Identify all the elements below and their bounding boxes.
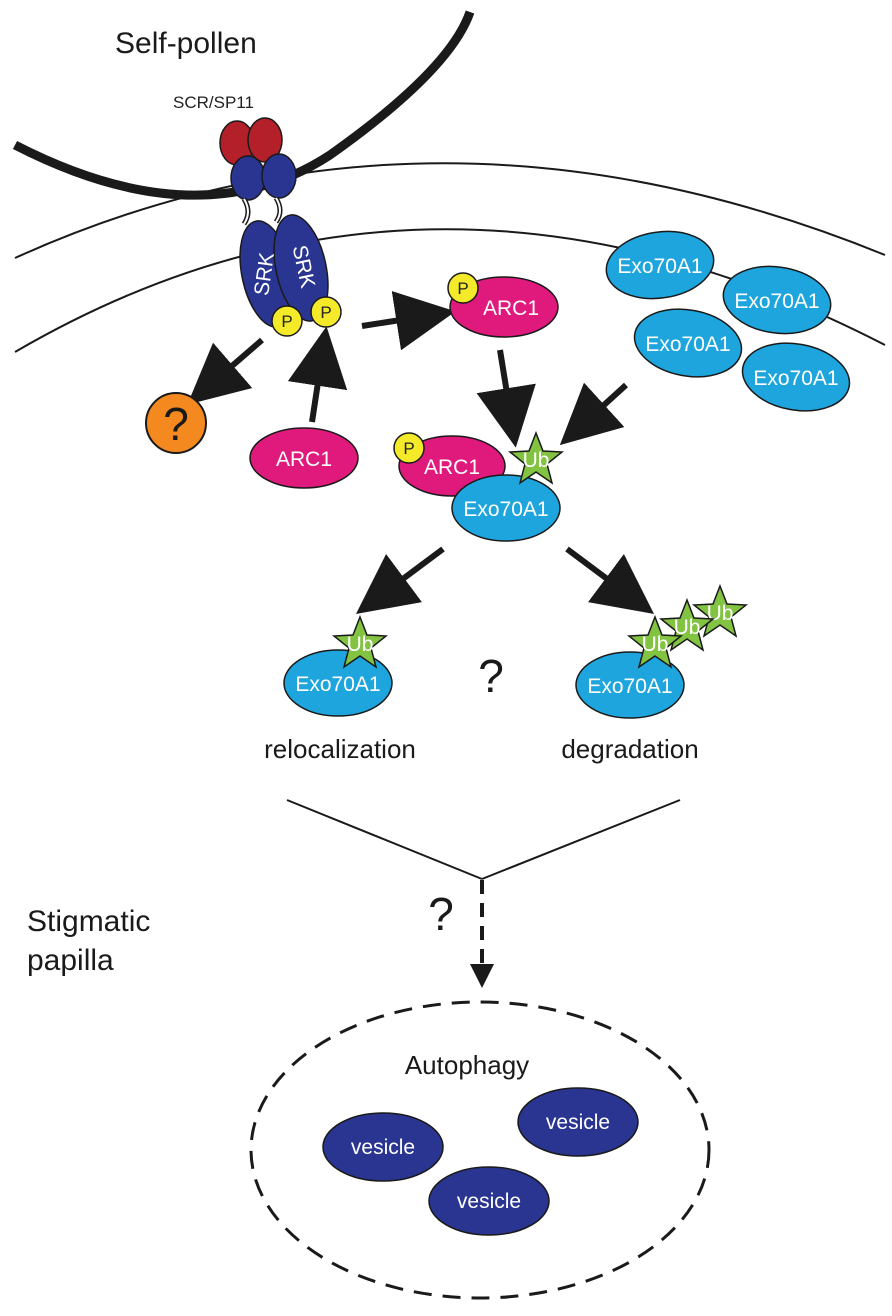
vesicle-3 [428,1166,550,1236]
relocalization-exo70a1 [283,649,393,717]
stigmatic-label-line2: papilla [27,944,114,977]
complex-arc1-phosphate-label: P [403,439,414,458]
srk-tm-right-inner [275,197,281,223]
relocalization-exo70a1-label: Exo70A1 [295,673,380,696]
vesicle-2 [517,1087,639,1157]
degradation-ub-label-2: Ub [674,616,701,639]
degradation-label: degradation [561,734,698,764]
vesicle-2-label: vesicle [546,1111,610,1134]
complex-arc1-label: ARC1 [424,456,480,479]
arrow-srk-to-unknown [187,337,264,405]
complex-arc1-phosphate [393,432,425,464]
relocalization-label: relocalization [264,734,416,764]
stigmatic-label-line1: Stigmatic [27,905,150,938]
arc1-unphosphorylated [249,427,359,489]
vesicle-3-label: vesicle [457,1190,521,1213]
exo70a1-pool-1-label: Exo70A1 [617,255,702,278]
arc1-phosphorylated-label: ARC1 [483,297,539,320]
vesicle-1-label: vesicle [351,1136,415,1159]
relocalization-ub-star [331,614,389,669]
arc1-phosphate [447,272,479,304]
pollen-grain-outline [12,10,475,200]
autophagy-label: Autophagy [405,1050,529,1080]
arrow-complex-to-degradation [565,546,655,614]
scr-sp11-label: SCR/SP11 [173,93,254,112]
self-pollen-label: Self-pollen [115,27,257,60]
exo70a1-pool-2 [722,265,832,335]
arrow-complex-to-relocalization [355,546,445,614]
exo70a1-pool-3-label: Exo70A1 [645,333,730,356]
relocalization-ub-label: Ub [347,633,374,656]
degradation-exo70a1-label: Exo70A1 [587,675,672,698]
unknown-target-question: ? [163,398,189,450]
srk-kinase-right [273,214,329,322]
arrow-arc1-to-srk [287,326,348,423]
srk-ecto-left [230,155,266,201]
arrow-exo70a1-to-complex [559,382,629,446]
exo70a1-pool-2-label: Exo70A1 [734,290,819,313]
converge-line-left [286,799,483,880]
exo70a1-pool-3 [633,308,743,378]
complex-exo70a1 [451,474,561,542]
branch-question: ? [478,650,504,702]
exo70a1-pool-1 [605,230,715,300]
exo70a1-pool-4 [741,342,851,412]
converge-line-right [481,799,681,880]
exo70a1-pool-4-label: Exo70A1 [753,367,838,390]
arrow-arc1-to-complex [476,349,536,448]
autophagy-question: ? [428,888,454,940]
degradation-ub-star-2 [658,597,716,652]
complex-ub-star [507,430,565,485]
degradation-exo70a1 [575,651,685,719]
degradation-ub-star-3 [691,583,749,638]
arc1-phosphate-label: P [457,279,468,298]
vesicle-1 [322,1112,444,1182]
unknown-target-circle [145,392,207,454]
papilla-outer-membrane [14,162,886,259]
srk-ecto-right [261,153,297,199]
degradation-ub-label-1: Ub [642,633,669,656]
srk-phosphate-left-label: P [281,312,292,331]
arc1-unphosphorylated-label: ARC1 [276,448,332,471]
srk-tm-left-inner [243,198,249,225]
complex-ub-label: Ub [523,449,550,472]
srk-phosphate-right-label: P [320,303,331,322]
degradation-ub-star-1 [626,614,684,669]
arrow-srk-to-arc1 [361,290,456,351]
complex-exo70a1-label: Exo70A1 [463,498,548,521]
autophagy-compartment [249,1000,711,1300]
